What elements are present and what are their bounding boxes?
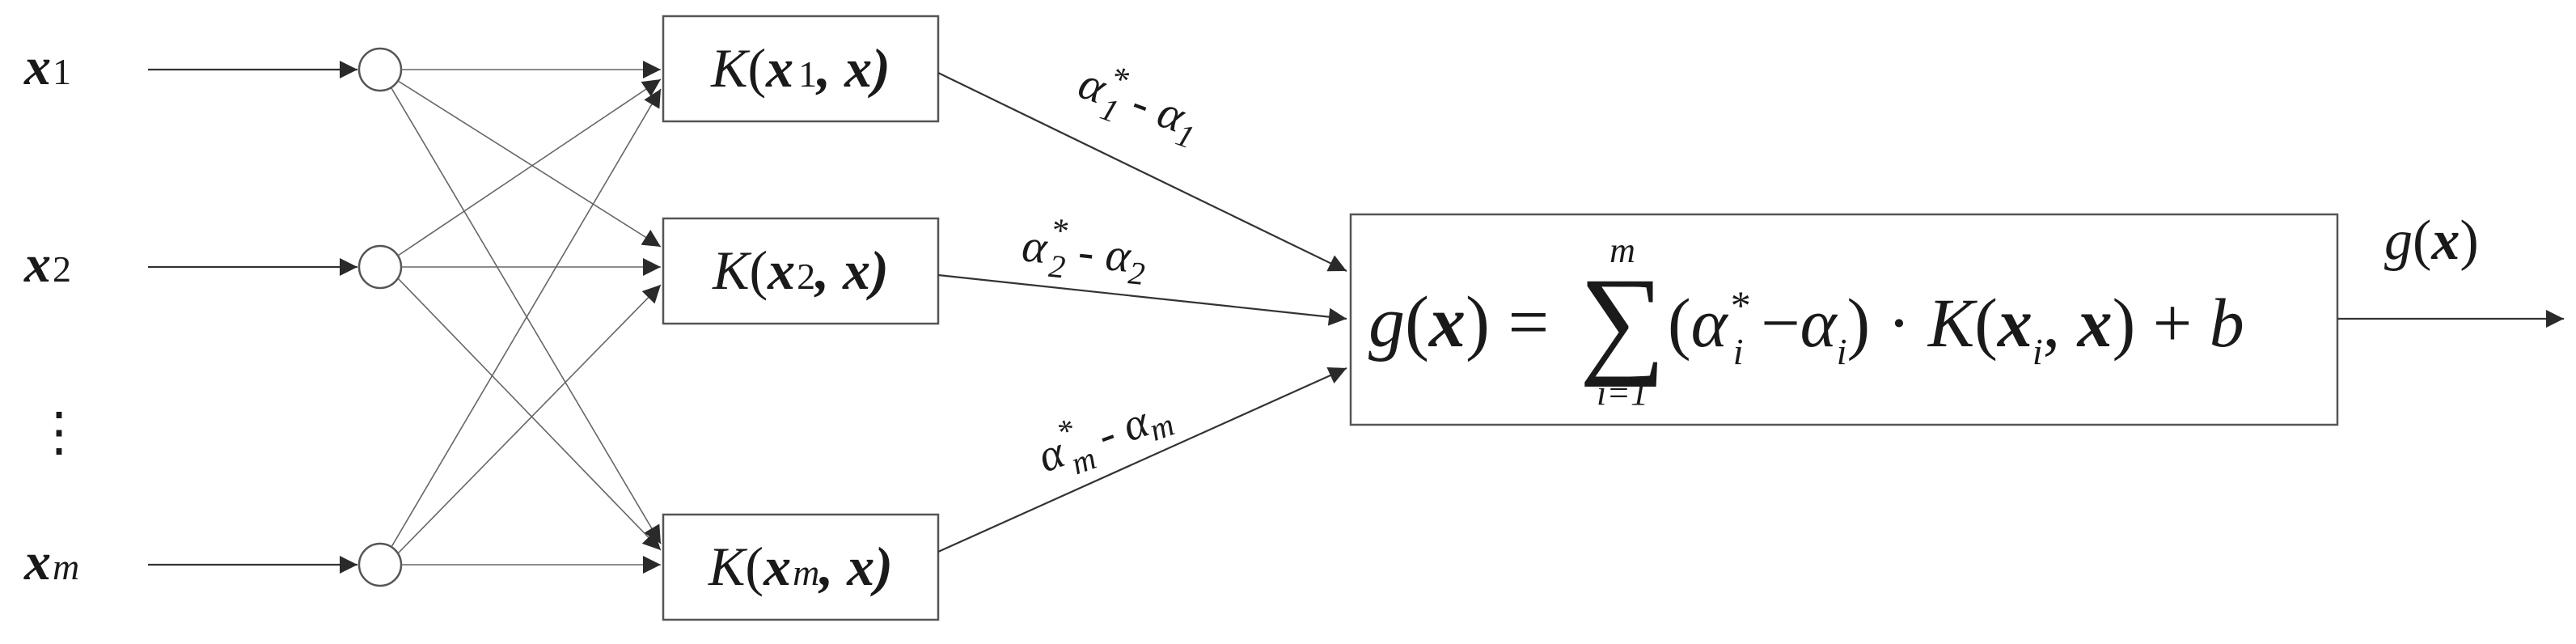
sigma-upper: m bbox=[1609, 231, 1635, 270]
summation-box bbox=[1349, 213, 2339, 426]
input-label-x1: x1 bbox=[23, 37, 71, 96]
weight-arrow-1 bbox=[937, 72, 1347, 272]
kernel-label-m: K(xm, x) bbox=[708, 536, 893, 597]
weight-arrow-2 bbox=[937, 273, 1347, 326]
input-node-m bbox=[357, 542, 403, 587]
kernel-label-2: K(x2, x) bbox=[712, 239, 889, 301]
input-node-1 bbox=[357, 47, 403, 92]
weight-label-m: α*m - αm bbox=[1028, 379, 1181, 492]
input-label-xm: xm bbox=[23, 532, 79, 591]
weight-label-1: α*1 - α1 bbox=[1068, 50, 1209, 158]
input-node-2 bbox=[357, 244, 403, 290]
sigma-lower: i=1 bbox=[1597, 373, 1648, 413]
sigma-symbol: ∑ bbox=[1580, 253, 1666, 388]
input-vertical-ellipsis: ⋮ bbox=[32, 403, 86, 462]
weight-arrow-m bbox=[937, 366, 1347, 553]
input-label-x2: x2 bbox=[23, 235, 71, 294]
kernel-box-1 bbox=[662, 15, 940, 123]
weight-label-2: α*2 - α2 bbox=[1018, 209, 1150, 294]
formula-lhs: g(x) = bbox=[1368, 282, 1549, 362]
summation-formula: g(x) = m ∑ i=1 (α*i −αi) · K(xi, x) + b bbox=[1368, 231, 2244, 413]
output-label: g(x) bbox=[2384, 210, 2479, 272]
kernel-box-2 bbox=[662, 217, 940, 325]
node-kernel-connections bbox=[391, 61, 662, 574]
formula-term: (α*i −αi) · K(xi, x) + b bbox=[1668, 282, 2244, 372]
kernel-box-m bbox=[662, 513, 940, 621]
